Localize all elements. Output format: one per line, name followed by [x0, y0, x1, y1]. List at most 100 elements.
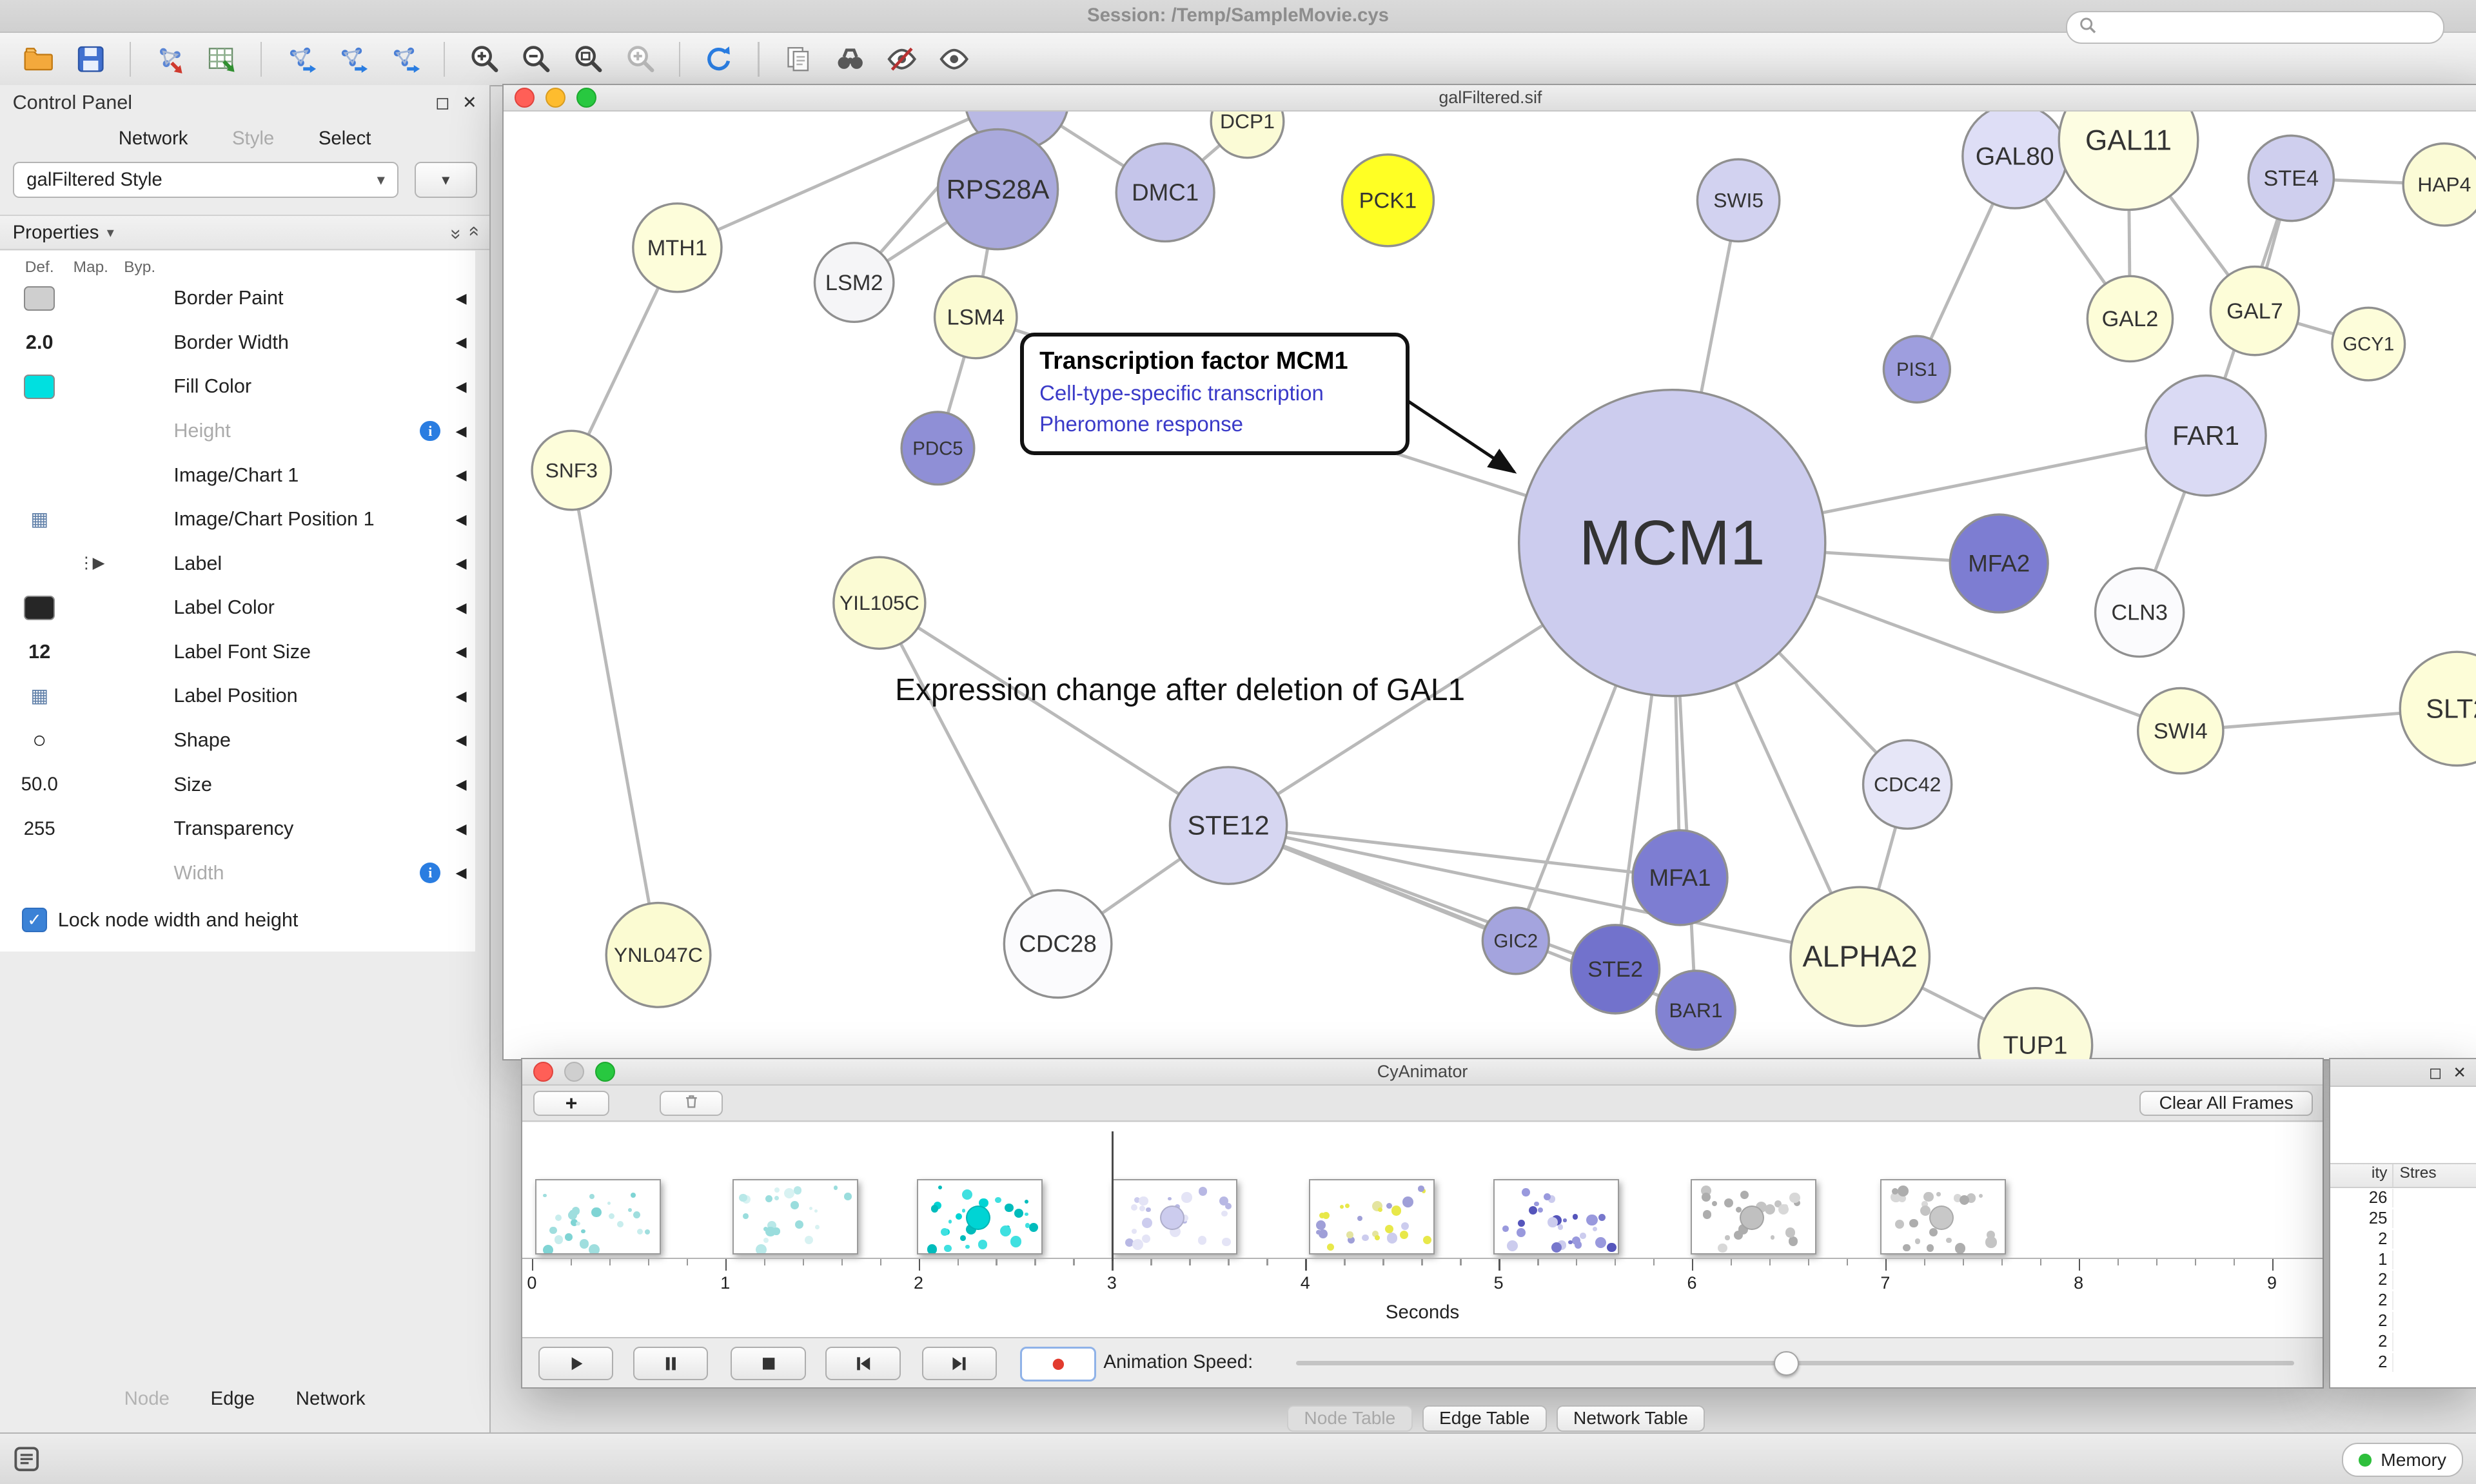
tab-style[interactable]: Style: [213, 123, 293, 155]
expand-row-icon[interactable]: ◀: [455, 864, 467, 881]
network-node-CDC28[interactable]: [1003, 889, 1113, 999]
tab-node-table[interactable]: Node Table: [1286, 1405, 1413, 1432]
network-node-LSM4[interactable]: [933, 275, 1018, 360]
network-node-STE2[interactable]: [1569, 923, 1661, 1015]
results-table-row[interactable]: 2: [2330, 1311, 2475, 1332]
color-swatch[interactable]: [24, 374, 55, 400]
expand-row-icon[interactable]: ◀: [455, 378, 467, 395]
network-node-GAL11[interactable]: [2058, 84, 2199, 211]
property-row-label-position[interactable]: ▦Label Position◀: [0, 674, 475, 719]
network-node-BAR1[interactable]: [1655, 969, 1736, 1051]
speed-slider-thumb[interactable]: [1774, 1351, 1799, 1376]
expand-row-icon[interactable]: ◀: [455, 643, 467, 660]
lock-size-checkbox[interactable]: ✓: [22, 908, 47, 933]
frame-thumbnail-1[interactable]: [732, 1178, 858, 1255]
network-node-GAL2[interactable]: [2086, 275, 2174, 363]
expand-row-icon[interactable]: ◀: [455, 555, 467, 572]
default-value-cell[interactable]: 50.0: [21, 774, 58, 796]
network-window-titlebar[interactable]: galFiltered.sif: [503, 84, 2476, 112]
import-table-icon[interactable]: [201, 38, 243, 81]
zoom-in-icon[interactable]: [462, 38, 505, 81]
tab-node-style[interactable]: Node: [112, 1383, 182, 1415]
search-box[interactable]: [2066, 11, 2445, 44]
network-node-TUP1[interactable]: [1977, 986, 2094, 1059]
float-panel-icon[interactable]: ◻: [435, 92, 450, 112]
property-row-fill-color[interactable]: Fill Color◀: [0, 365, 475, 409]
tab-select[interactable]: Select: [299, 123, 389, 155]
network-node-STE4[interactable]: [2247, 134, 2335, 222]
frame-thumbnail-2[interactable]: [917, 1178, 1043, 1255]
skip-back-button[interactable]: [825, 1346, 901, 1381]
network-node-DMC1[interactable]: [1115, 142, 1215, 242]
collapse-all-icon[interactable]: »: [462, 228, 484, 237]
speed-slider-track[interactable]: [1296, 1351, 2294, 1376]
results-table-row[interactable]: 25: [2330, 1209, 2475, 1229]
expand-row-icon[interactable]: ◀: [455, 467, 467, 483]
minimize-window-icon[interactable]: [545, 87, 565, 108]
hide-selected-icon[interactable]: [881, 38, 923, 81]
float-panel-icon[interactable]: ◻: [2428, 1064, 2442, 1082]
property-row-image-chart-position-1[interactable]: ▦Image/Chart Position 1◀: [0, 497, 475, 542]
skip-forward-button[interactable]: [921, 1346, 997, 1381]
network-edge[interactable]: [1228, 823, 1680, 879]
frame-thumbnail-7[interactable]: [1880, 1178, 2007, 1255]
network-tool-3-icon[interactable]: [384, 38, 426, 81]
results-table-row[interactable]: 2: [2330, 1332, 2475, 1352]
playhead[interactable]: [1112, 1131, 1114, 1262]
network-node-MFA2[interactable]: [1949, 513, 2049, 614]
results-table-row[interactable]: 2: [2330, 1270, 2475, 1291]
network-node-MTH1[interactable]: [631, 202, 723, 293]
property-row-label[interactable]: ⋮▶Label◀: [0, 542, 475, 586]
color-swatch[interactable]: [24, 286, 55, 311]
network-node-SNF3[interactable]: [531, 429, 613, 511]
network-node-PDC5[interactable]: [900, 411, 976, 486]
default-value-cell[interactable]: ▦: [13, 510, 66, 529]
search-network-icon[interactable]: [829, 38, 871, 81]
expand-row-icon[interactable]: ◀: [455, 422, 467, 439]
network-node-YIL105C[interactable]: [832, 556, 927, 650]
annotation-link[interactable]: Cell-type-specific transcription: [1039, 382, 1324, 406]
network-node-MFA1[interactable]: [1631, 828, 1729, 926]
refresh-view-icon[interactable]: [698, 38, 740, 81]
network-node-SWI4[interactable]: [2136, 687, 2225, 775]
close-window-icon[interactable]: [533, 1061, 554, 1082]
network-edge[interactable]: [878, 601, 1059, 945]
copy-view-icon[interactable]: [776, 38, 819, 81]
default-value-cell[interactable]: 12: [28, 640, 51, 663]
pause-button[interactable]: [633, 1346, 709, 1381]
results-table-row[interactable]: 2: [2330, 1352, 2475, 1372]
network-node-YNL047C[interactable]: [605, 901, 712, 1008]
network-node-GAL7[interactable]: [2209, 265, 2300, 356]
import-network-icon[interactable]: [148, 38, 191, 81]
tab-network[interactable]: Network: [99, 123, 206, 155]
property-row-shape[interactable]: ○Shape◀: [0, 718, 475, 763]
frame-thumbnail-4[interactable]: [1308, 1178, 1435, 1255]
zoom-selected-icon[interactable]: [619, 38, 662, 81]
color-swatch[interactable]: [24, 595, 55, 620]
default-value-cell[interactable]: ○: [13, 728, 66, 752]
tab-network-style[interactable]: Network: [283, 1383, 378, 1415]
network-node-ALPHA2[interactable]: [1789, 886, 1931, 1028]
network-node-CDC42[interactable]: [1862, 739, 1953, 830]
expand-row-icon[interactable]: ◀: [455, 289, 467, 306]
save-session-icon[interactable]: [70, 38, 112, 81]
close-panel-icon[interactable]: ✕: [2453, 1064, 2466, 1082]
open-session-icon[interactable]: [17, 38, 60, 81]
search-input[interactable]: [2105, 15, 2432, 39]
expand-row-icon[interactable]: ◀: [455, 732, 467, 748]
frame-thumbnail-0[interactable]: [535, 1178, 661, 1255]
default-value-cell[interactable]: [13, 595, 66, 620]
frame-thumbnail-6[interactable]: [1691, 1178, 1817, 1255]
default-value-cell[interactable]: [13, 286, 66, 311]
mapping-cell[interactable]: ⋮▶: [66, 555, 115, 571]
network-edge[interactable]: [1228, 823, 1860, 959]
network-tool-1-icon[interactable]: [279, 38, 322, 81]
clear-all-frames-button[interactable]: Clear All Frames: [2139, 1090, 2314, 1116]
network-node-PCK1[interactable]: [1341, 153, 1435, 248]
